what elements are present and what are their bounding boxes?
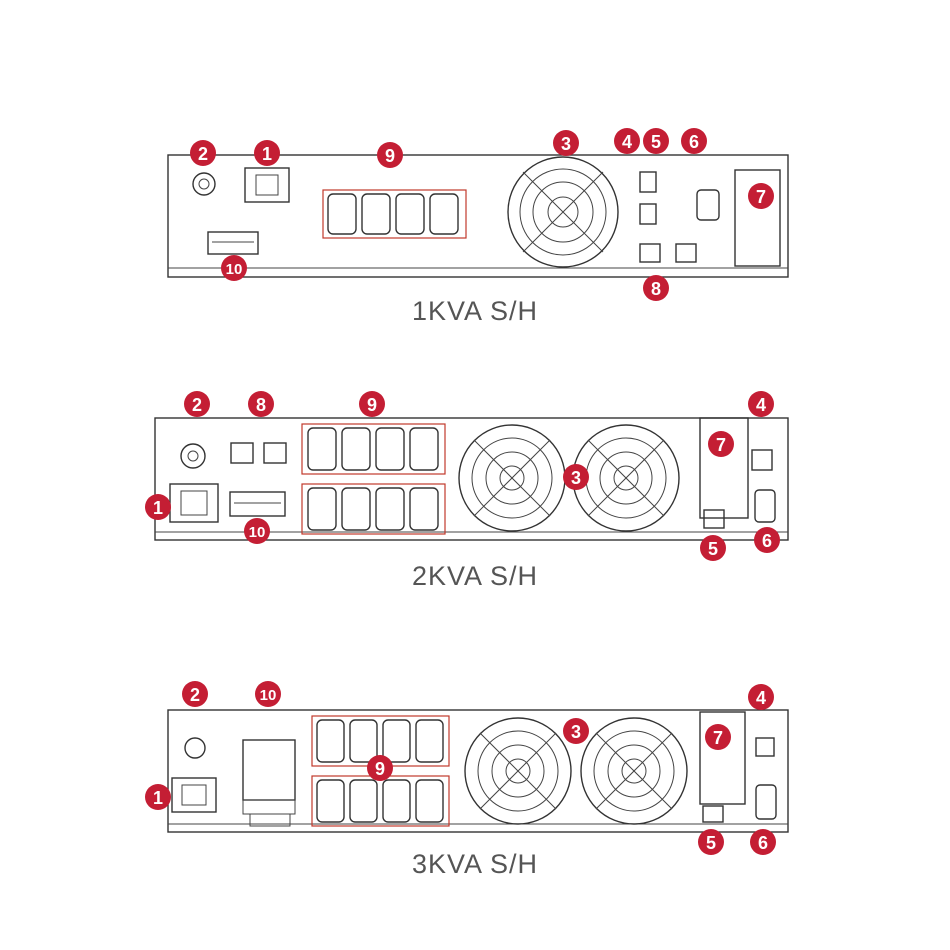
svg-text:4: 4 bbox=[756, 688, 766, 708]
battery-connector-icon bbox=[242, 739, 296, 827]
snmp-slot-icon bbox=[699, 711, 746, 805]
marker-1: 1 bbox=[254, 140, 280, 166]
rj45-port-icon bbox=[703, 509, 725, 529]
rj45-port-icon bbox=[639, 203, 657, 225]
marker-6: 6 bbox=[754, 527, 780, 553]
marker-3: 3 bbox=[563, 718, 589, 744]
svg-text:5: 5 bbox=[708, 539, 718, 559]
marker-7: 7 bbox=[748, 183, 774, 209]
svg-text:9: 9 bbox=[367, 395, 377, 415]
marker-2: 2 bbox=[182, 681, 208, 707]
svg-text:1: 1 bbox=[153, 498, 163, 518]
svg-text:5: 5 bbox=[706, 833, 716, 853]
svg-text:7: 7 bbox=[713, 728, 723, 748]
marker-9: 9 bbox=[359, 391, 385, 417]
marker-3: 3 bbox=[563, 464, 589, 490]
iec-outlet-icon bbox=[322, 189, 467, 239]
marker-2: 2 bbox=[190, 140, 216, 166]
circuit-breaker-icon bbox=[184, 737, 206, 759]
cooling-fan-icon bbox=[507, 156, 619, 268]
svg-text:3: 3 bbox=[571, 468, 581, 488]
circuit-breaker-icon bbox=[180, 443, 206, 469]
svg-text:1: 1 bbox=[262, 144, 272, 164]
marker-8: 8 bbox=[643, 275, 669, 301]
marker-6: 6 bbox=[750, 829, 776, 855]
rj11-port-icon bbox=[639, 171, 657, 193]
marker-5: 5 bbox=[698, 829, 724, 855]
caption-3kva: 3KVA S/H bbox=[411, 849, 539, 879]
marker-2: 2 bbox=[184, 391, 210, 417]
svg-text:6: 6 bbox=[762, 531, 772, 551]
svg-text:6: 6 bbox=[689, 132, 699, 152]
svg-text:7: 7 bbox=[716, 435, 726, 455]
svg-text:10: 10 bbox=[260, 687, 277, 704]
svg-text:5: 5 bbox=[651, 132, 661, 152]
battery-connector-icon bbox=[207, 231, 259, 255]
svg-text:4: 4 bbox=[756, 395, 766, 415]
marker-10: 10 bbox=[244, 518, 270, 544]
svg-text:8: 8 bbox=[256, 395, 266, 415]
rj11-port-icon bbox=[751, 449, 773, 471]
svg-text:10: 10 bbox=[249, 524, 266, 541]
svg-text:2: 2 bbox=[190, 685, 200, 705]
marker-9: 9 bbox=[377, 142, 403, 168]
snmp-slot-icon bbox=[734, 169, 781, 267]
ebm-connector-icon bbox=[639, 243, 697, 263]
db9-serial-port-icon bbox=[755, 784, 777, 820]
db9-serial-port-icon bbox=[754, 489, 776, 523]
marker-3: 3 bbox=[553, 130, 579, 156]
chassis-outline bbox=[154, 417, 789, 541]
marker-6: 6 bbox=[681, 128, 707, 154]
marker-10: 10 bbox=[221, 255, 247, 281]
marker-10: 10 bbox=[255, 681, 281, 707]
db9-serial-port-icon bbox=[696, 189, 720, 221]
cooling-fan-icon bbox=[464, 717, 688, 825]
svg-text:7: 7 bbox=[756, 187, 766, 207]
ups-2kva-rear-panel: 1 2 3 4 5 6 7 8 9 10 bbox=[145, 391, 789, 561]
marker-1: 1 bbox=[145, 784, 171, 810]
marker-7: 7 bbox=[705, 724, 731, 750]
marker-4: 4 bbox=[748, 684, 774, 710]
circuit-breaker-icon bbox=[192, 172, 216, 196]
svg-text:1: 1 bbox=[153, 788, 163, 808]
iec-inlet-icon bbox=[169, 483, 219, 523]
marker-1: 1 bbox=[145, 494, 171, 520]
chassis-outline bbox=[167, 154, 789, 278]
caption-2kva: 2KVA S/H bbox=[411, 561, 539, 591]
svg-text:9: 9 bbox=[375, 759, 385, 779]
svg-text:9: 9 bbox=[385, 146, 395, 166]
marker-7: 7 bbox=[708, 431, 734, 457]
svg-text:4: 4 bbox=[622, 132, 632, 152]
caption-1kva: 1KVA S/H bbox=[411, 296, 539, 326]
battery-connector-icon bbox=[229, 491, 286, 517]
marker-9: 9 bbox=[367, 755, 393, 781]
ebm-connector-icon bbox=[230, 442, 287, 464]
marker-5: 5 bbox=[700, 535, 726, 561]
svg-text:3: 3 bbox=[561, 134, 571, 154]
marker-4: 4 bbox=[614, 128, 640, 154]
marker-4: 4 bbox=[748, 391, 774, 417]
svg-text:10: 10 bbox=[226, 261, 243, 278]
rj11-port-icon bbox=[755, 737, 775, 757]
svg-text:2: 2 bbox=[198, 144, 208, 164]
rj45-port-icon bbox=[702, 805, 724, 823]
chassis-outline bbox=[167, 709, 789, 833]
iec-inlet-icon bbox=[244, 167, 290, 203]
svg-text:2: 2 bbox=[192, 395, 202, 415]
svg-text:6: 6 bbox=[758, 833, 768, 853]
svg-text:8: 8 bbox=[651, 279, 661, 299]
marker-5: 5 bbox=[643, 128, 669, 154]
iec-inlet-icon bbox=[171, 777, 217, 813]
svg-text:3: 3 bbox=[571, 722, 581, 742]
ups-3kva-rear-panel: 1 2 3 4 5 6 7 9 10 bbox=[145, 681, 789, 855]
ups-1kva-rear-panel: 1 2 3 4 5 6 7 8 9 10 bbox=[167, 128, 789, 301]
iec-outlet-icon bbox=[301, 423, 446, 535]
marker-8: 8 bbox=[248, 391, 274, 417]
